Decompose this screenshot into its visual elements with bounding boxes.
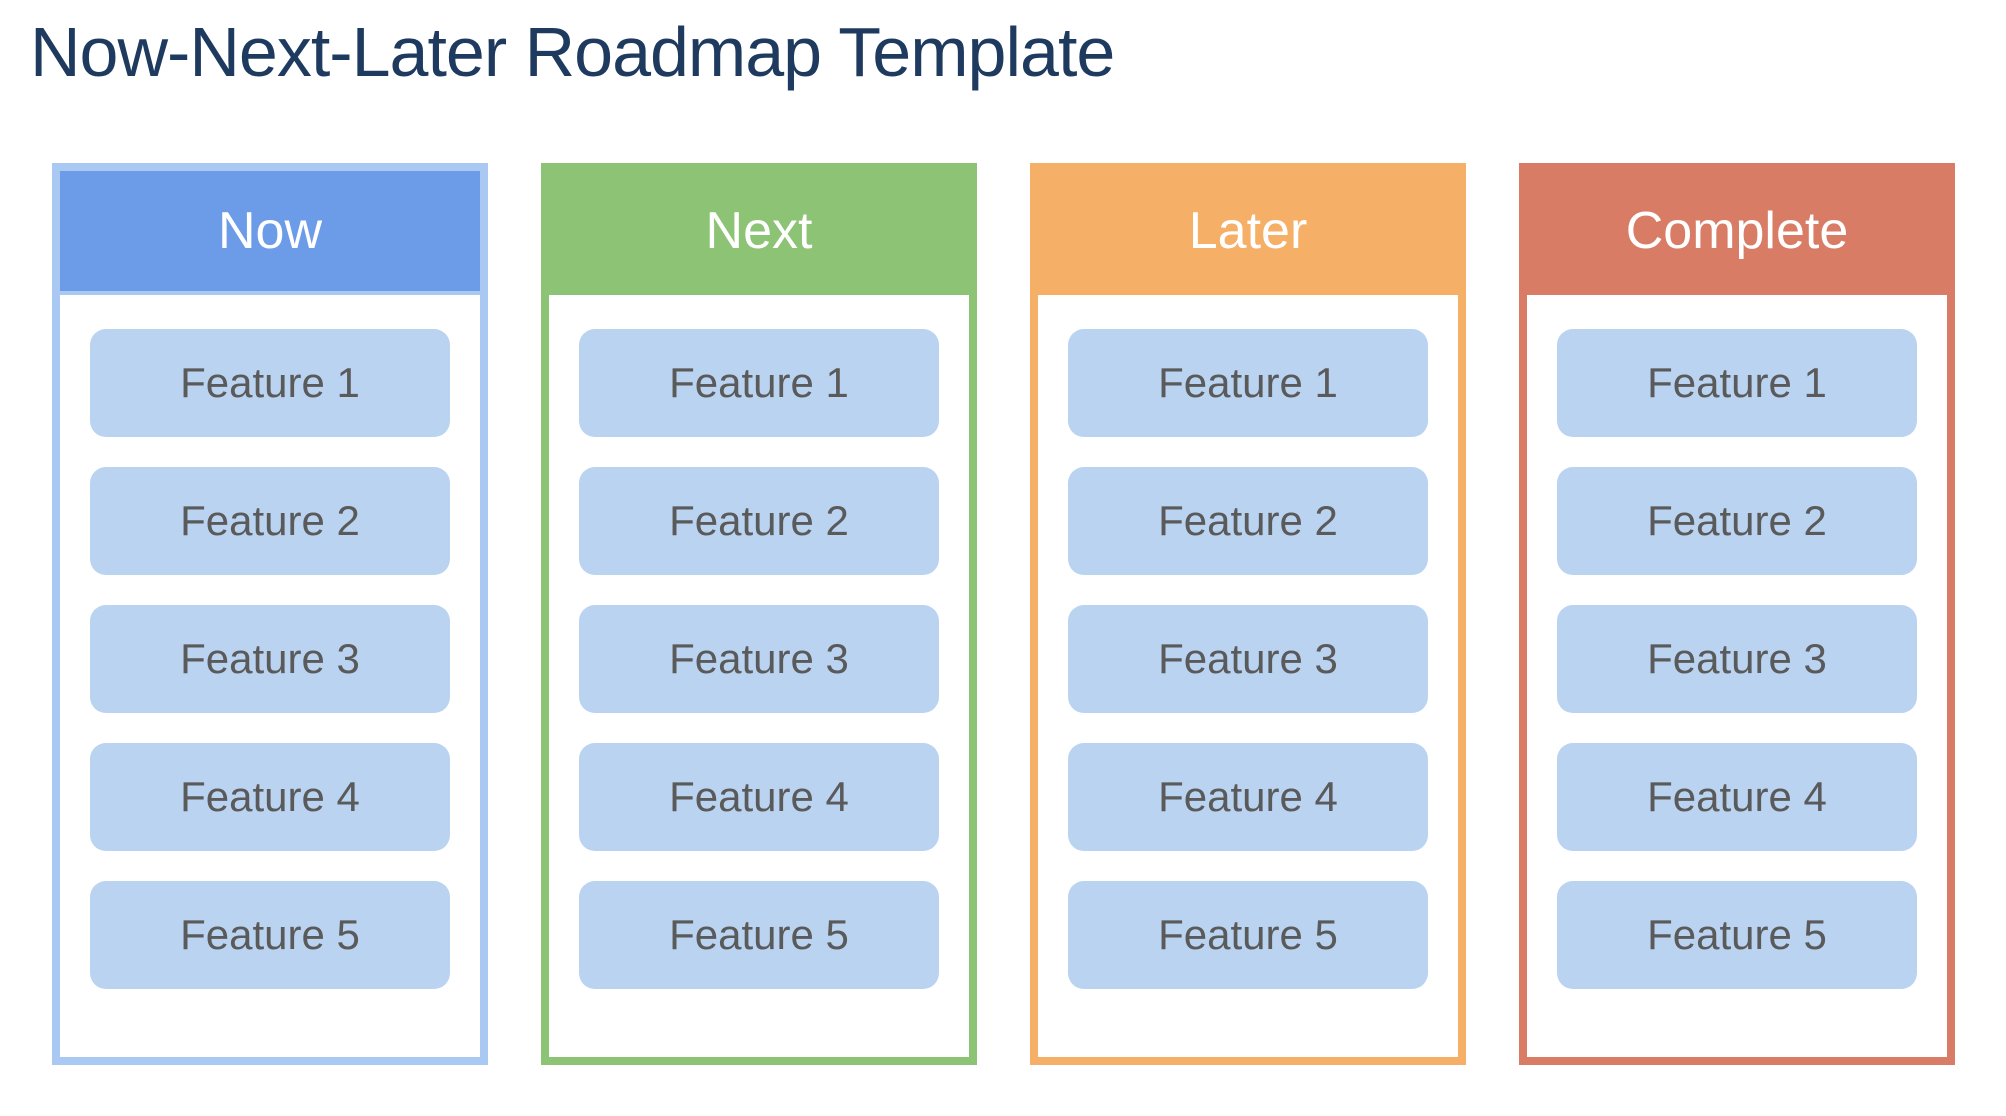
feature-card-now-2[interactable]: Feature 2 — [90, 467, 450, 575]
column-body-complete: Feature 1 Feature 2 Feature 3 Feature 4 Feat… — [1527, 295, 1947, 1057]
feature-card-complete-5[interactable]: Feature 5 — [1557, 881, 1917, 989]
feature-card-next-3[interactable]: Feature 3 — [579, 605, 939, 713]
feature-card-later-4[interactable]: Feature 4 — [1068, 743, 1428, 851]
column-header-complete: Complete — [1527, 171, 1947, 295]
feature-card-now-4[interactable]: Feature 4 — [90, 743, 450, 851]
feature-card-complete-2[interactable]: Feature 2 — [1557, 467, 1917, 575]
column-header-now: Now — [60, 171, 480, 295]
feature-card-next-2[interactable]: Feature 2 — [579, 467, 939, 575]
page-title: Now-Next-Later Roadmap Template — [30, 13, 1115, 91]
column-header-next: Next — [549, 171, 969, 295]
feature-card-complete-1[interactable]: Feature 1 — [1557, 329, 1917, 437]
column-body-now: Feature 1 Feature 2 Feature 3 Feature 4 Feat… — [60, 295, 480, 1057]
feature-card-next-4[interactable]: Feature 4 — [579, 743, 939, 851]
column-body-later: Feature 1 Feature 2 Feature 3 Feature 4 Feat… — [1038, 295, 1458, 1057]
feature-card-now-3[interactable]: Feature 3 — [90, 605, 450, 713]
feature-card-next-5[interactable]: Feature 5 — [579, 881, 939, 989]
feature-card-now-5[interactable]: Feature 5 — [90, 881, 450, 989]
feature-card-complete-4[interactable]: Feature 4 — [1557, 743, 1917, 851]
feature-card-later-5[interactable]: Feature 5 — [1068, 881, 1428, 989]
feature-card-complete-3[interactable]: Feature 3 — [1557, 605, 1917, 713]
feature-card-later-1[interactable]: Feature 1 — [1068, 329, 1428, 437]
feature-card-now-1[interactable]: Feature 1 — [90, 329, 450, 437]
feature-card-next-1[interactable]: Feature 1 — [579, 329, 939, 437]
feature-card-later-2[interactable]: Feature 2 — [1068, 467, 1428, 575]
column-header-later: Later — [1038, 171, 1458, 295]
column-body-next: Feature 1 Feature 2 Feature 3 Feature 4 Feat… — [549, 295, 969, 1057]
feature-card-later-3[interactable]: Feature 3 — [1068, 605, 1428, 713]
